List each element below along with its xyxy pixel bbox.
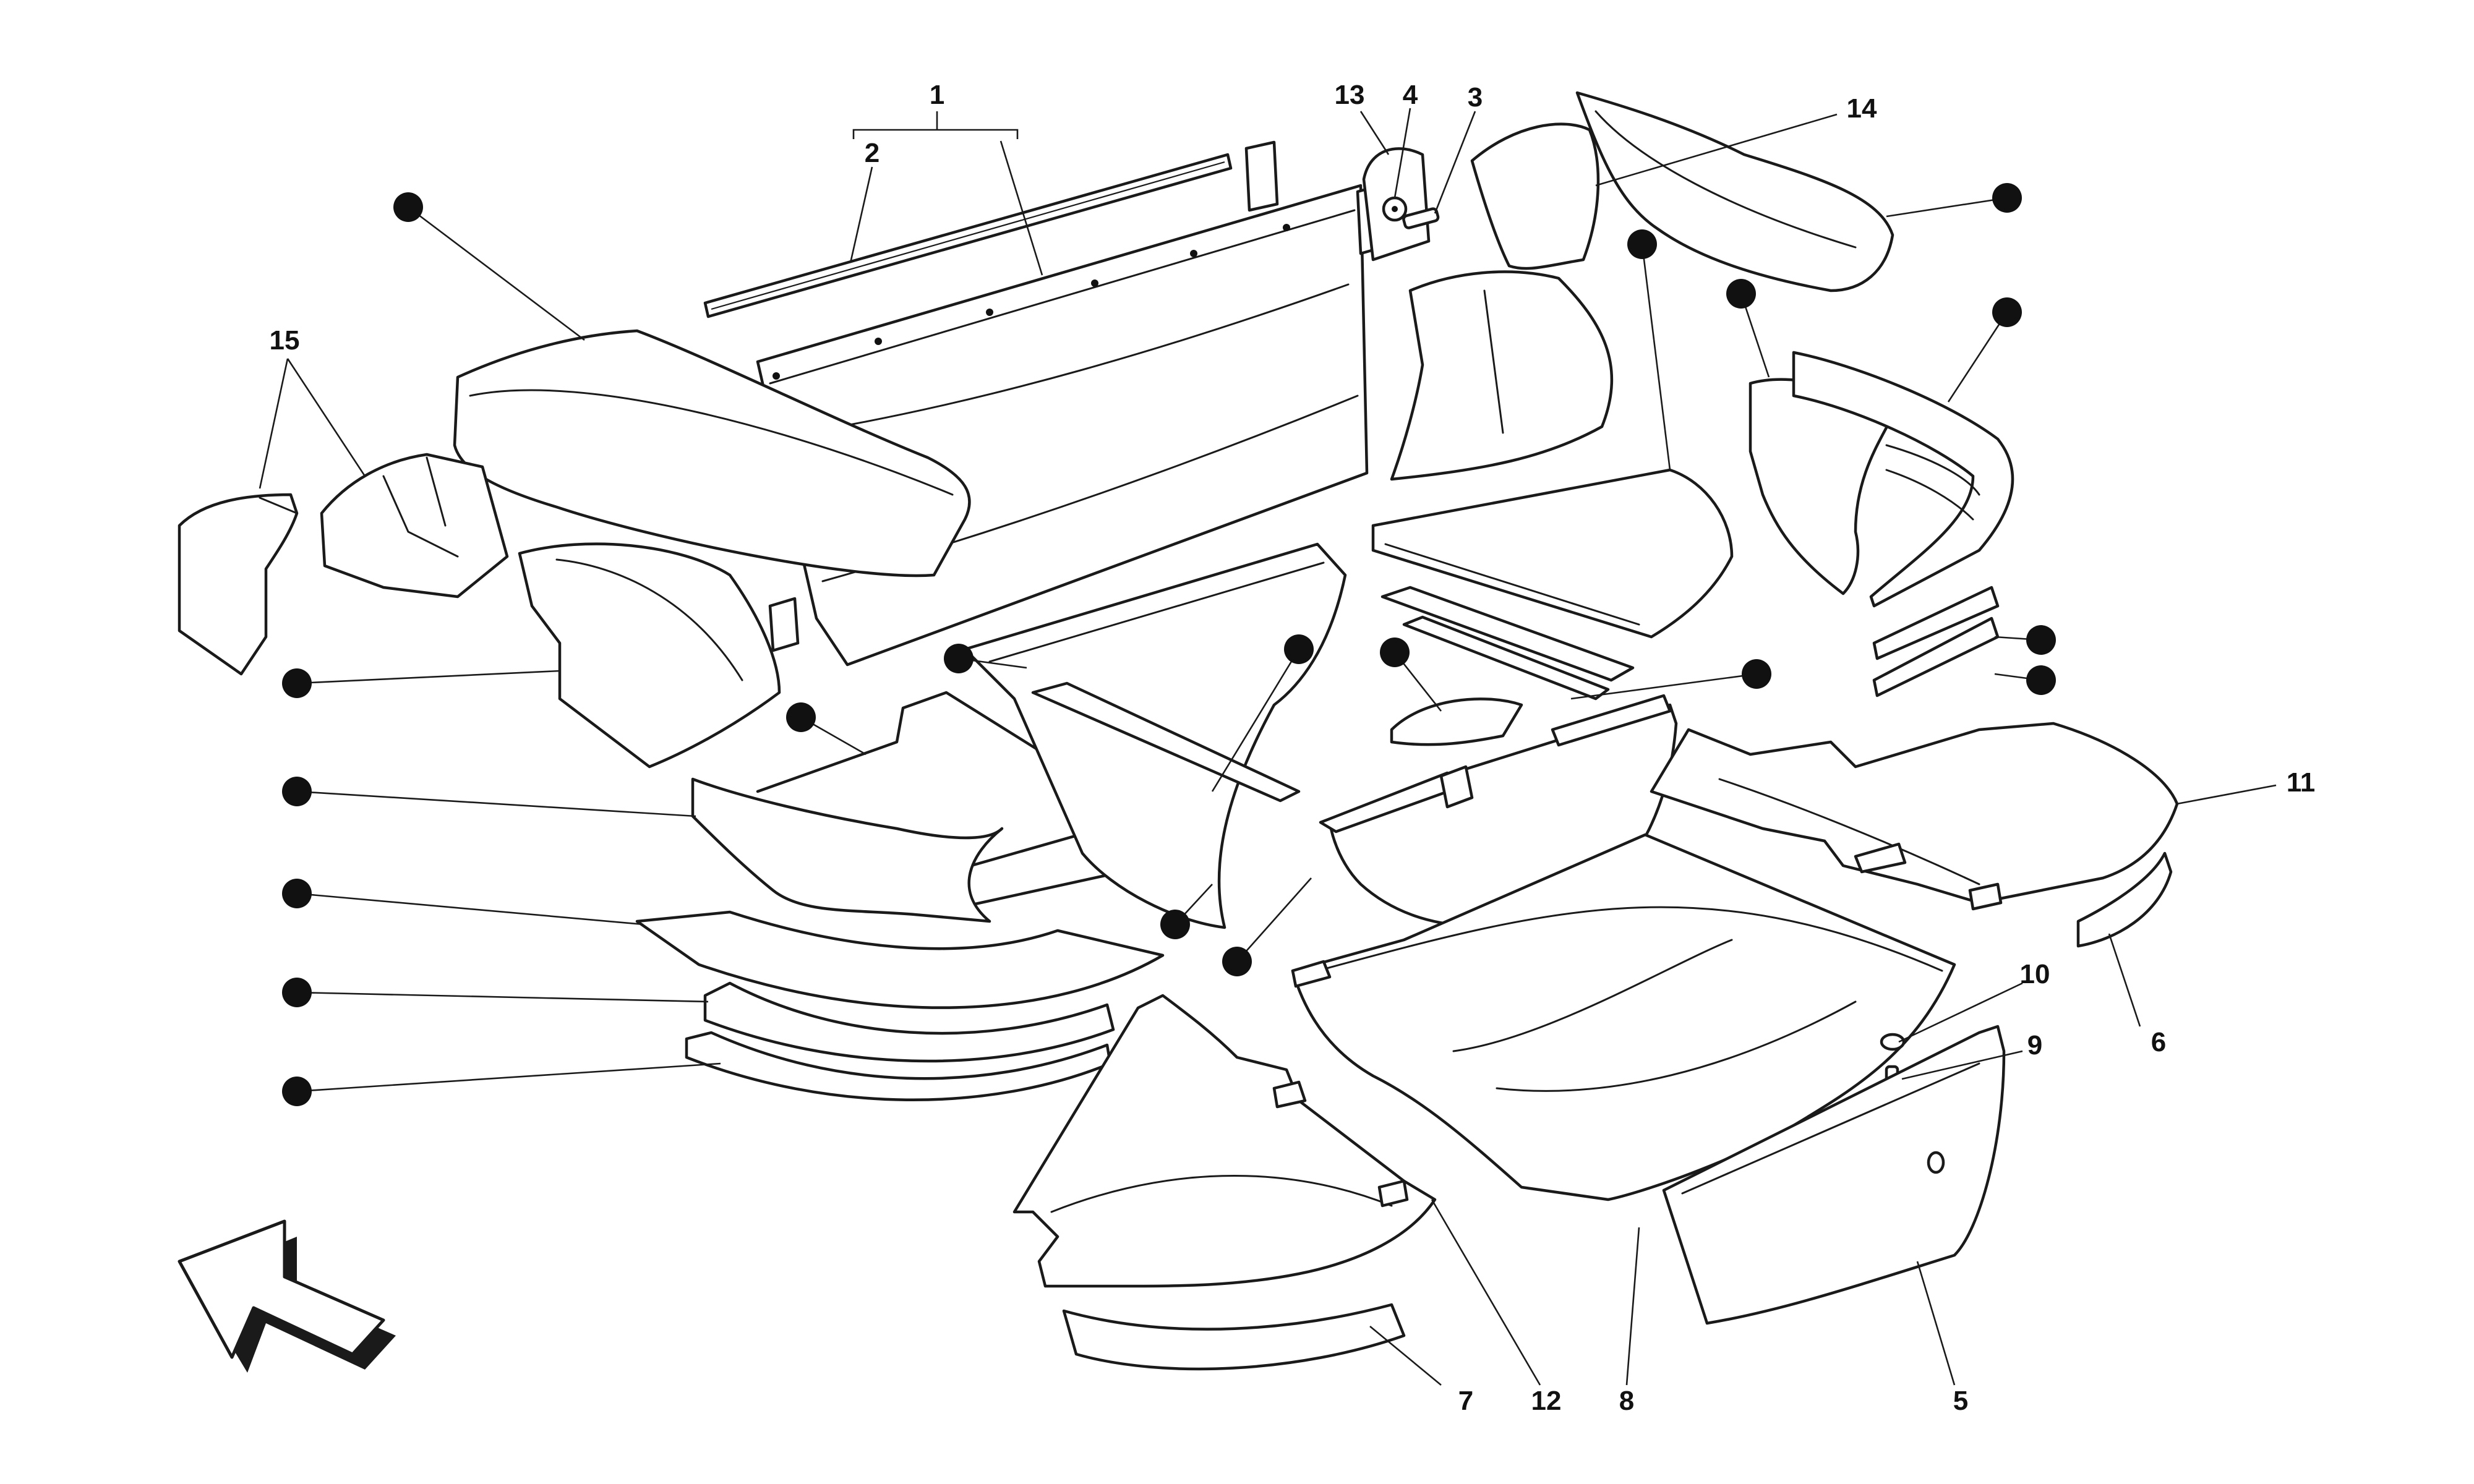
bullet-marker — [282, 879, 312, 908]
callout-10: 10 — [2020, 959, 2050, 989]
part-gasket-strip — [703, 153, 1233, 318]
callout-9: 9 — [2027, 1030, 2042, 1060]
bullet-marker — [1627, 229, 1657, 259]
bullet-marker — [1726, 279, 1756, 309]
part-right-side-trim-c — [1872, 586, 2000, 660]
bullet-marker — [1284, 634, 1314, 664]
callout-15: 15 — [270, 325, 300, 356]
bullet-marker — [1222, 947, 1252, 976]
part-central-tub — [963, 542, 1635, 929]
part-left-wheelarch-liner — [518, 542, 781, 769]
part-7-front-strip — [1062, 1303, 1406, 1371]
callout-13: 13 — [1335, 80, 1365, 110]
callout-4: 4 — [1403, 80, 1418, 110]
part-15-side-covers — [178, 453, 509, 676]
callout-14: 14 — [1847, 93, 1877, 124]
bullet-leader-lines — [296, 197, 2042, 1093]
orientation-arrow-icon — [178, 1219, 396, 1373]
bullet-marker — [282, 668, 312, 698]
part-10-fastener — [1880, 1033, 1906, 1051]
bullet-marker — [1992, 297, 2022, 327]
part-12-front-floor-cover — [1012, 994, 1437, 1288]
bullet-marker — [1742, 659, 1771, 689]
bullet-marker — [2026, 665, 2056, 695]
callout-leader-lines — [259, 108, 2277, 1386]
part-5-front-panel — [1662, 1025, 2006, 1325]
part-11-right-floor-cover — [1650, 722, 2179, 911]
callout-7: 7 — [1458, 1386, 1473, 1416]
bullet-marker — [786, 702, 816, 732]
bullet-marker — [1380, 638, 1410, 667]
part-left-mat-strip-a — [703, 981, 1115, 1063]
bullet-marker — [282, 978, 312, 1007]
part-left-mat-upper — [691, 691, 1152, 923]
callout-5: 5 — [1953, 1386, 1968, 1416]
part-right-side-trim-b — [1792, 351, 2014, 608]
part-14-wheelarch-upper — [1390, 91, 1894, 481]
part-right-upper-mat — [1371, 468, 1734, 639]
callout-1: 1 — [930, 80, 944, 110]
callout-11: 11 — [2287, 767, 2316, 798]
bullet-marker — [282, 777, 312, 806]
callout-6: 6 — [2151, 1027, 2166, 1057]
bullet-marker — [282, 1077, 312, 1106]
bullet-marker — [2026, 625, 2056, 655]
bullet-marker — [944, 644, 974, 673]
part-top-cushion — [453, 329, 971, 578]
callout-2: 2 — [865, 138, 880, 168]
part-6-edge-strip — [2076, 851, 2173, 948]
part-4-washer — [1382, 196, 1408, 222]
bullet-marker — [393, 192, 423, 222]
callout-labels: 1 2 13 4 3 14 15 11 10 9 6 7 12 8 5 — [270, 80, 2316, 1416]
part-8-luggage-tub — [1291, 833, 1956, 1201]
callout-3: 3 — [1468, 82, 1483, 113]
bullet-markers — [282, 183, 2056, 1106]
callout-12: 12 — [1531, 1386, 1562, 1416]
callout-8: 8 — [1619, 1386, 1634, 1416]
bullet-marker — [1992, 183, 2022, 213]
part-left-mat-middle — [635, 910, 1165, 1009]
bullet-marker — [1160, 910, 1190, 939]
part-3-screw — [1402, 207, 1440, 229]
